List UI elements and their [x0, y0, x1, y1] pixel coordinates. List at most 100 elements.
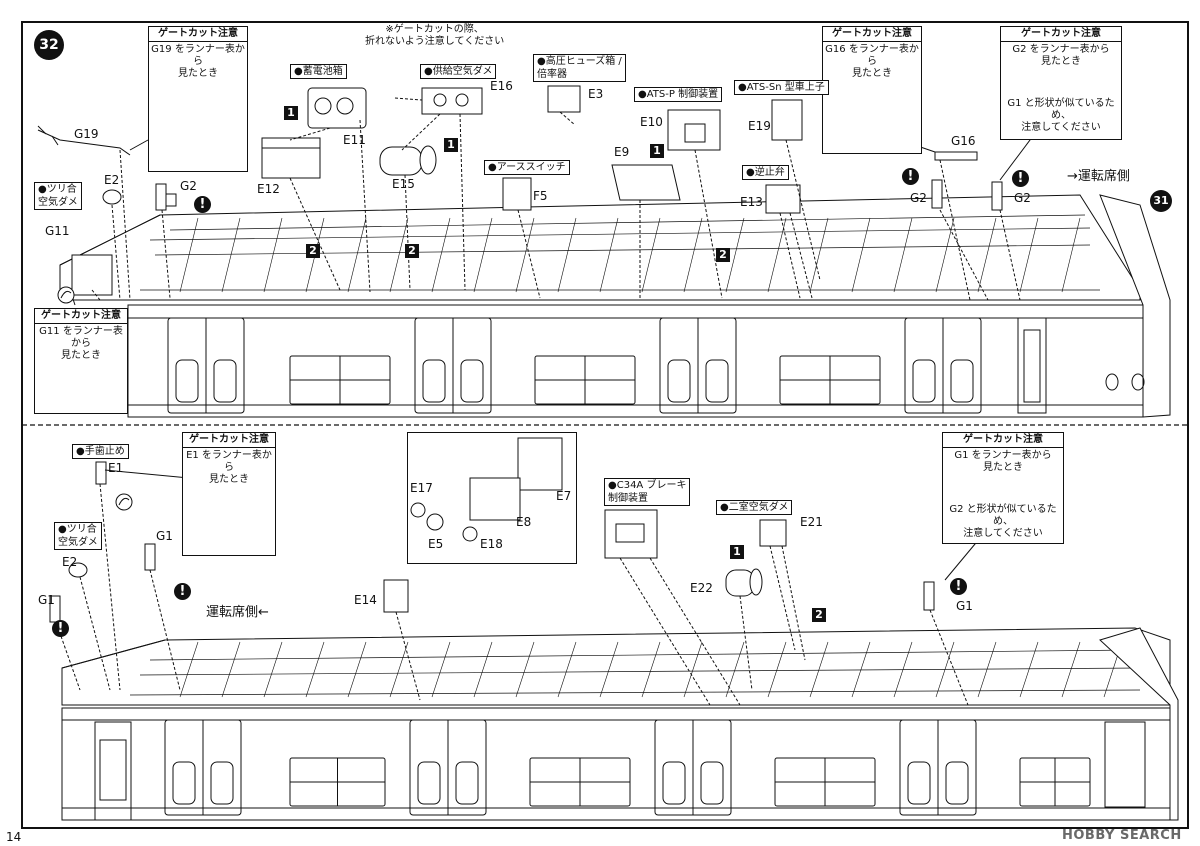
floor-rib: [767, 217, 787, 293]
part-label-e2-bottom: E2: [62, 555, 78, 569]
gate-cut-note-g16: ゲートカット注意 G16 をランナー表から 見たとき: [822, 26, 922, 154]
floor-rib: [1019, 217, 1039, 293]
part-tag-check-valve: ●逆止弁: [742, 165, 789, 180]
door-window: [950, 359, 974, 403]
door-window: [172, 761, 196, 805]
warning-icon: !: [174, 583, 191, 600]
gate-cut-caution: G1 と形状が似ているため、 注意してください: [1007, 98, 1115, 133]
floor-rib: [641, 641, 661, 698]
door-window: [175, 359, 199, 403]
floor-rib: [977, 217, 997, 293]
part-tag-earth-switch: ●アーススイッチ: [484, 160, 570, 175]
part-tag-battery: ●蓄電池箱: [290, 64, 347, 79]
part-label-g1-b: G1: [38, 593, 55, 607]
part-label-g2-right-a: G2: [910, 191, 927, 205]
floor-rib: [977, 641, 997, 698]
floor-rib: [725, 217, 745, 293]
gate-cut-title: ゲートカット注意: [823, 27, 921, 42]
part-label-e22: E22: [690, 581, 713, 595]
floor-rib: [599, 641, 619, 698]
floor-rib: [305, 641, 325, 698]
order-mark-1: 1: [650, 144, 664, 158]
step-number-badge: 32: [34, 30, 64, 60]
part-label-e9: E9: [614, 145, 630, 159]
assembly-guide-lines: [55, 97, 1021, 706]
floor-rib: [683, 217, 703, 293]
floor-rib: [431, 217, 451, 293]
part-label-e2: E2: [104, 173, 120, 187]
warning-icon: !: [1012, 170, 1029, 187]
door-window: [912, 359, 936, 403]
order-mark-2: 2: [716, 248, 730, 262]
glue-icon: [57, 286, 75, 304]
part-label-g11: G11: [45, 224, 70, 238]
floor-rib: [893, 641, 913, 698]
part-label-g2-right-b: G2: [1014, 191, 1031, 205]
parts-drawings: [37, 85, 1003, 623]
door-window: [422, 359, 446, 403]
floor-rib: [347, 217, 367, 293]
floor-rib: [473, 641, 493, 698]
door-window: [210, 761, 234, 805]
door-window: [700, 761, 724, 805]
part-label-e7: E7: [556, 489, 572, 503]
direction-label-bottom: 運転席側←: [206, 605, 269, 620]
part-label-e18: E18: [480, 537, 503, 551]
floor-rib: [1061, 641, 1081, 698]
floor-rib: [473, 217, 493, 293]
floor-rib: [599, 217, 619, 293]
part-label-e16: E16: [490, 79, 513, 93]
gate-cut-body: G2 をランナー表から 見たとき: [1012, 44, 1110, 67]
floor-rib: [515, 217, 535, 293]
part-label-g19: G19: [74, 127, 99, 141]
floor-rib: [1019, 641, 1039, 698]
floor-rib: [767, 641, 787, 698]
door-window: [705, 359, 729, 403]
gate-cut-body: G19 をランナー表から 見たとき: [151, 44, 245, 79]
part-tag-c34a-brake: ●C34A ブレーキ 制御装置: [604, 478, 691, 506]
floor-rib: [389, 641, 409, 698]
part-tag-ats-sn: ●ATS-Sn 型車上子: [734, 80, 829, 95]
direction-label-top: →運転席側: [1067, 169, 1130, 184]
floor-rib: [263, 641, 283, 698]
floor-rib: [431, 641, 451, 698]
top-car-body: [59, 194, 1171, 418]
part-tag-ats-p: ●ATS-P 制御装置: [634, 87, 723, 102]
part-label-g16: G16: [951, 134, 976, 148]
floor-rib: [809, 217, 829, 293]
part-tag-hv-fuse: ●高圧ヒューズ箱 / 倍率器: [533, 54, 626, 82]
floor-rib: [221, 217, 241, 293]
floor-rib: [557, 217, 577, 293]
order-mark-2: 2: [306, 244, 320, 258]
door-window: [662, 761, 686, 805]
gate-cut-caution: G2 と形状が似ているため、 注意してください: [949, 504, 1057, 539]
order-mark-1: 1: [730, 545, 744, 559]
door-window: [455, 761, 479, 805]
floor-rib: [893, 217, 913, 293]
page-number: 14: [6, 830, 22, 844]
gate-cut-body: E1 をランナー表から 見たとき: [186, 450, 272, 485]
part-label-e15: E15: [392, 177, 415, 191]
part-tag-tsuri-air-tank-top: ●ツリ合 空気ダメ: [34, 182, 82, 210]
order-mark-2: 2: [405, 244, 419, 258]
gate-cut-note-e1: ゲートカット注意 E1 をランナー表から 見たとき: [182, 432, 276, 556]
order-mark-1: 1: [444, 138, 458, 152]
floor-rib: [935, 217, 955, 293]
gate-cut-body: G11 をランナー表から 見たとき: [39, 326, 123, 361]
gate-cut-body: G1 をランナー表から 見たとき: [954, 450, 1052, 473]
part-label-f5: F5: [533, 189, 548, 203]
part-tag-hand-brake: ●手歯止め: [72, 444, 129, 459]
gate-cut-title: ゲートカット注意: [183, 433, 275, 448]
door-window: [945, 761, 969, 805]
door-window: [213, 359, 237, 403]
part-label-g1-a: G1: [156, 529, 173, 543]
part-label-g2: G2: [180, 179, 197, 193]
floor-rib: [347, 641, 367, 698]
gate-cut-note-g2: ゲートカット注意 G2 をランナー表から 見たとき G1 と形状が似ているため、…: [1000, 26, 1122, 140]
part-label-e19: E19: [748, 119, 771, 133]
bottom-car-body: [61, 627, 1179, 821]
floor-rib: [641, 217, 661, 293]
floor-rib: [851, 217, 871, 293]
